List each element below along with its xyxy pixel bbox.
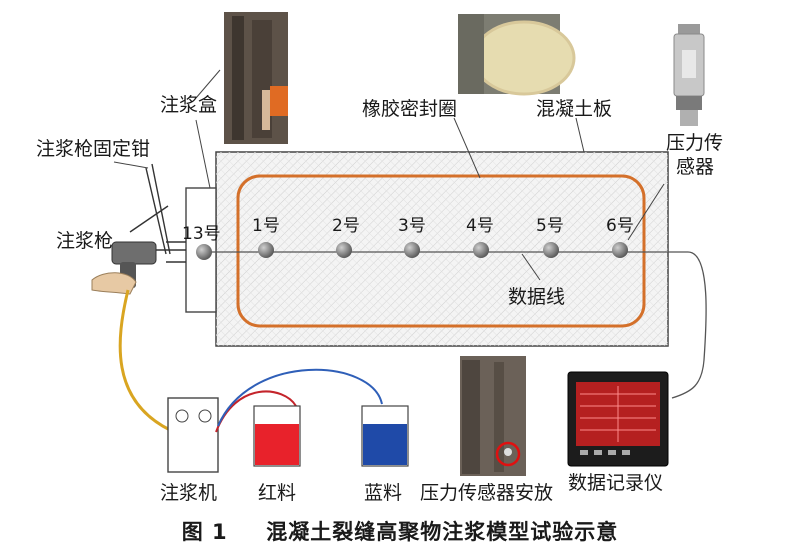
label-blue-material: 蓝料 [364, 482, 403, 504]
blue-feed-hose [217, 368, 383, 427]
label-data-line: 数据线 [508, 286, 566, 308]
sensor-ball-13 [196, 244, 212, 260]
data-recorder [567, 371, 669, 467]
pressure-sensor-photo [673, 24, 705, 126]
sensor-ball-1 [258, 242, 274, 258]
sensor-label-2: 2号 [332, 216, 360, 236]
grouting-machine [167, 397, 219, 473]
blue-material-container [361, 405, 409, 467]
sensor-ball-3 [404, 242, 420, 258]
sensor-ball-2 [336, 242, 352, 258]
rubber-seal-ring [236, 174, 646, 328]
label-concrete-slab: 混凝土板 [536, 98, 613, 120]
sensor-points [196, 242, 628, 260]
label-pressure-sensor-1: 压力传 [666, 132, 724, 154]
label-sensor-install: 压力传感器安放 [420, 482, 554, 504]
figure-caption: 图 1 混凝土裂缝高聚物注浆模型试验示意 [0, 516, 800, 546]
rubber-seal-photo [458, 14, 576, 96]
label-data-recorder: 数据记录仪 [568, 472, 664, 494]
red-feed-hose [215, 390, 297, 433]
label-grout-gun: 注浆枪 [56, 230, 114, 252]
concrete-slab [215, 151, 669, 347]
sensor-label-6: 6号 [606, 216, 634, 236]
grout-gun [91, 241, 157, 295]
grout-hose [118, 289, 171, 432]
data-line [200, 251, 707, 399]
gun-clamp [129, 163, 186, 263]
figure-number: 图 1 [181, 520, 228, 544]
label-grout-box: 注浆盒 [160, 94, 218, 116]
sensor-ball-6 [612, 242, 628, 258]
sensor-label-4: 4号 [466, 216, 494, 236]
label-pressure-sensor-2: 感器 [676, 156, 715, 178]
figure-title: 混凝土裂缝高聚物注浆模型试验示意 [266, 520, 619, 544]
sensor-label-3: 3号 [398, 216, 426, 236]
sensor-label-5: 5号 [536, 216, 564, 236]
sensor-ball-4 [473, 242, 489, 258]
sensor-install-photo [460, 356, 526, 476]
grout-box-photo [224, 12, 288, 144]
red-material-container [253, 405, 301, 467]
sensor-ball-5 [543, 242, 559, 258]
sensor-label-13: 13号 [182, 224, 221, 244]
label-red-material: 红料 [258, 482, 297, 504]
label-grouting-machine: 注浆机 [160, 482, 218, 504]
label-gun-clamp: 注浆枪固定钳 [36, 138, 151, 160]
label-rubber-ring: 橡胶密封圈 [362, 98, 458, 120]
leader-lines [113, 69, 665, 281]
sensor-label-1: 1号 [252, 216, 280, 236]
